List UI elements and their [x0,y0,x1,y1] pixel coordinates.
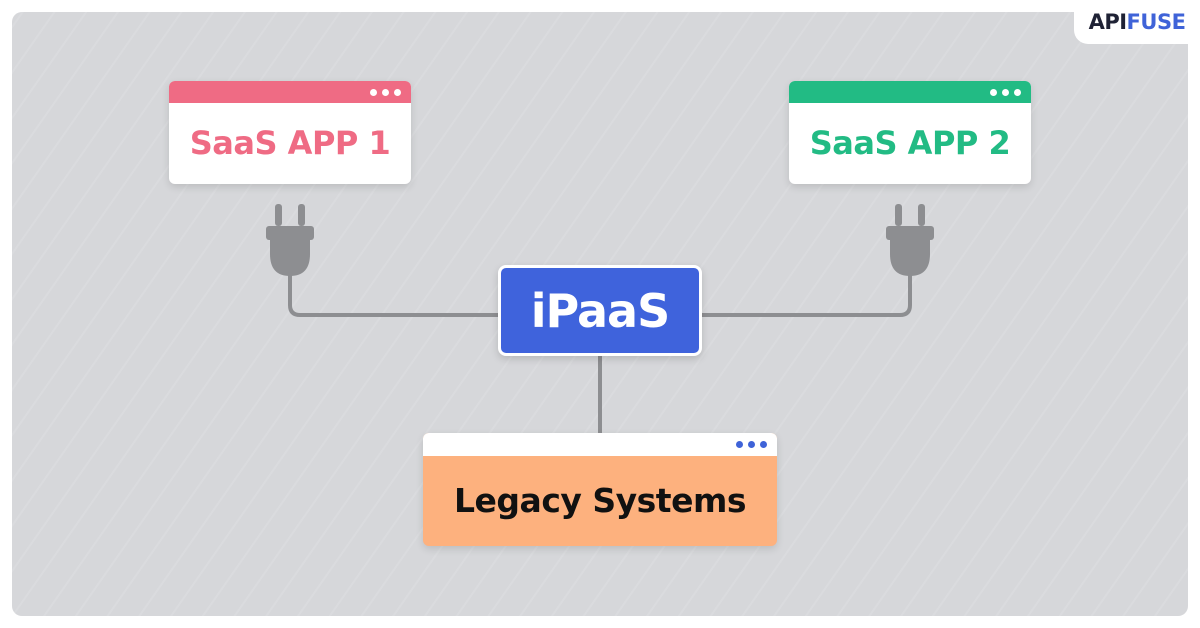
logo-text-api: API [1088,10,1127,34]
window-dot-icon [990,88,997,96]
plug-icon [886,204,934,276]
saas-app-2-card: SaaS APP 2 [789,81,1031,184]
window-dot-icon [370,88,377,96]
saas-app-1-card: SaaS APP 1 [169,81,411,184]
saas-app-2-label: SaaS APP 2 [809,124,1011,162]
connector-line-app1 [288,275,500,317]
window-dot-icon [748,441,755,448]
window-title-bar [789,81,1031,103]
connector-line-app2 [700,275,912,317]
window-dot-icon [736,441,743,448]
plug-icon [266,204,314,276]
window-dot-icon [760,441,767,448]
window-dot-icon [394,88,401,96]
window-title-bar [423,433,777,456]
legacy-systems-label: Legacy Systems [454,481,746,520]
window-dot-icon [382,88,389,96]
saas-app-1-label: SaaS APP 1 [189,124,391,162]
window-dot-icon [1014,88,1021,96]
window-dot-icon [1002,88,1009,96]
ipaas-hub: iPaaS [498,265,702,356]
logo-text-fuse: FUSE [1126,10,1186,34]
legacy-systems-card: Legacy Systems [423,433,777,546]
window-title-bar [169,81,411,103]
